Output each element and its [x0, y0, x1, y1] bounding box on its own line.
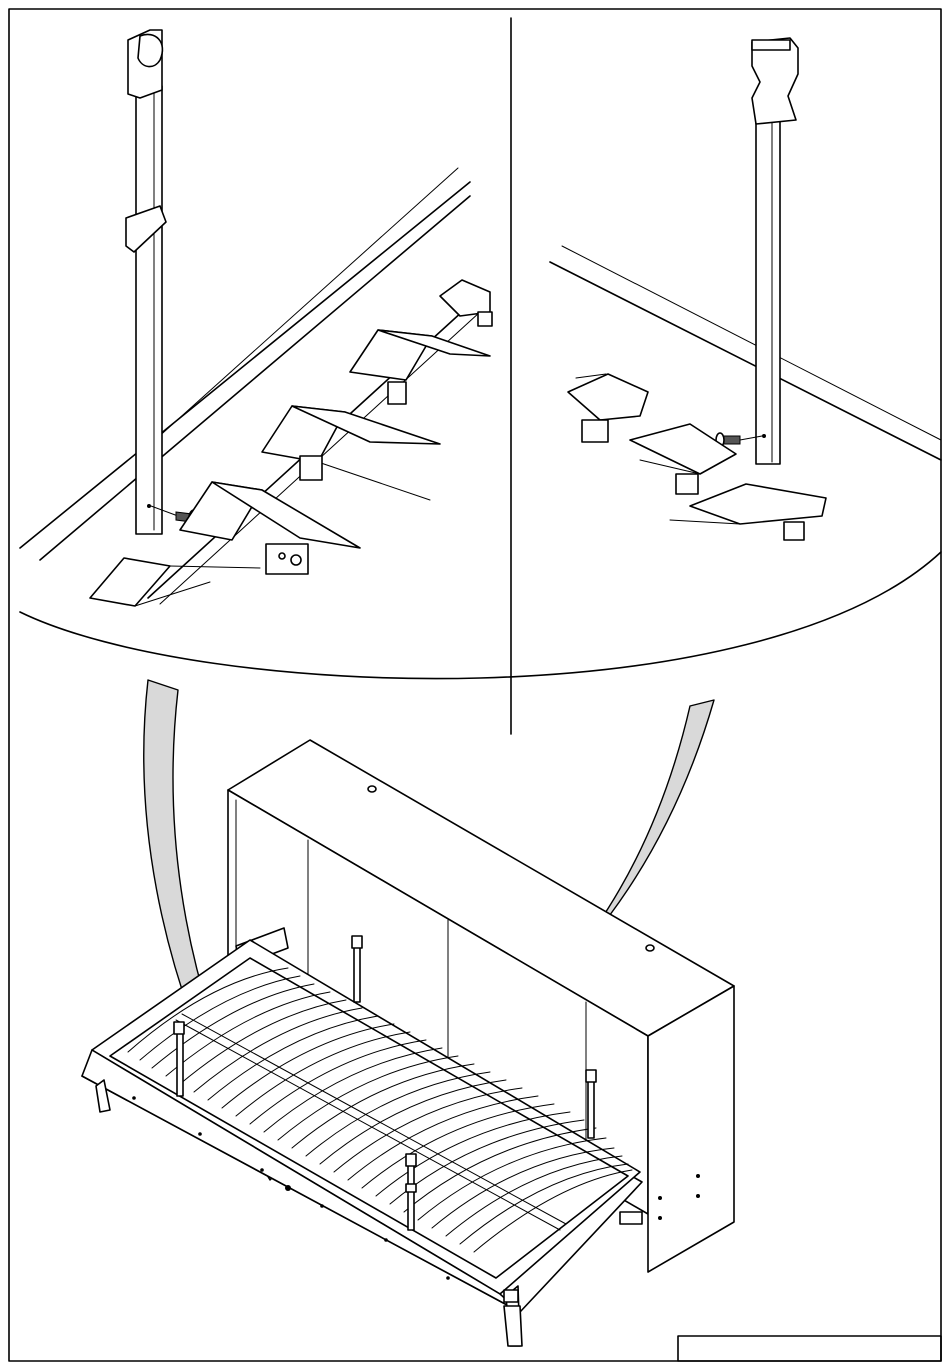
strap-right — [752, 38, 798, 464]
detail-left-view — [20, 30, 492, 606]
detail-right-view — [550, 38, 941, 540]
strap-mid-installed — [352, 936, 362, 1002]
strap-left — [126, 30, 166, 534]
strap-right-installed — [586, 1070, 596, 1138]
wall-bed-overview — [82, 740, 734, 1346]
footer-label-box — [678, 1336, 941, 1361]
strap-center-installed — [406, 1154, 416, 1230]
slats-right — [568, 374, 826, 540]
